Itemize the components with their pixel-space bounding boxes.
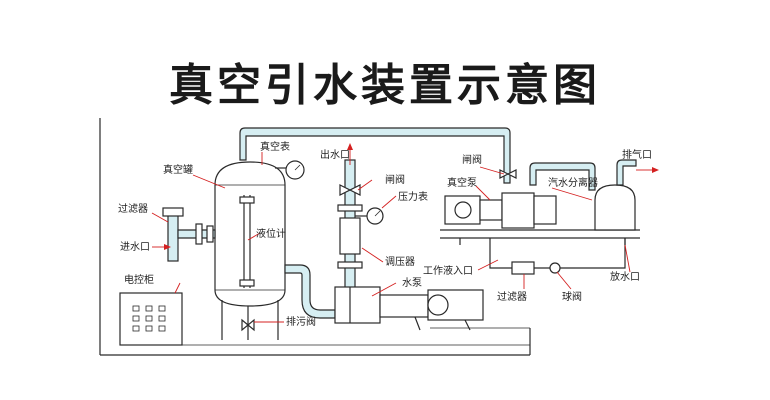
label-water-pump: 水泵	[402, 277, 422, 289]
vacuum-gauge-icon	[275, 160, 305, 180]
label-vacuum-pump: 真空泵	[447, 176, 477, 189]
label-filter-left: 过滤器	[118, 202, 148, 215]
work-fluid-line	[489, 238, 626, 275]
label-drain-valve: 排污阀	[286, 315, 316, 328]
water-pump	[334, 286, 484, 331]
label-work-fluid-inlet: 工作液入口	[423, 264, 473, 277]
water-pump-riser	[337, 159, 384, 291]
top-pipe	[239, 127, 511, 184]
tank-to-pump-pipe	[284, 264, 336, 319]
label-outlet: 出水口	[320, 148, 350, 161]
label-gate-valve-left: 闸阀	[385, 173, 405, 186]
label-pressure-gauge: 压力表	[398, 190, 428, 203]
label-regulator: 调压器	[385, 256, 415, 268]
label-level-gauge: 液位计	[256, 227, 286, 240]
diagram-title: 真空引水装置示意图	[169, 60, 601, 111]
labels: 真空表 出水口 闸阀 闸阀 排气口 真空罐 过滤器 进水口 液位计 压力表 真空…	[118, 140, 652, 328]
label-inlet: 进水口	[120, 241, 150, 253]
label-filter-right: 过滤器	[497, 290, 527, 303]
inlet-filter	[162, 207, 216, 262]
label-vacuum-tank: 真空罐	[163, 163, 193, 176]
ground-frame	[99, 118, 531, 356]
label-drain-outlet: 放水口	[610, 270, 640, 283]
leader-lines	[151, 143, 659, 323]
label-vacuum-gauge: 真空表	[260, 140, 290, 153]
control-cabinet	[119, 292, 183, 346]
vacuum-pump	[440, 169, 640, 245]
label-exhaust: 排气口	[622, 148, 652, 161]
label-separator: 汽水分离器	[548, 176, 598, 189]
label-gate-valve-right: 闸阀	[462, 153, 482, 166]
steam-water-separator	[529, 159, 637, 231]
label-ball-valve: 球阀	[562, 290, 582, 303]
label-control-cabinet: 电控柜	[124, 273, 154, 286]
vacuum-tank	[214, 161, 286, 340]
